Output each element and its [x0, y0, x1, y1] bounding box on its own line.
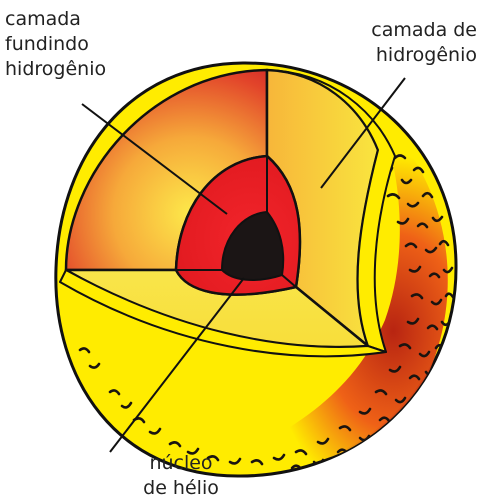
label-fusion-shell: camada fundindo hidrogênio: [5, 7, 106, 82]
label-fusion-shell-line-3: hidrogênio: [5, 57, 106, 82]
label-hydrogen-shell-line-1: camada de: [371, 18, 477, 43]
label-hydrogen-shell-line-2: hidrogênio: [371, 43, 477, 68]
label-fusion-shell-line-1: camada: [5, 7, 106, 32]
label-helium-core: núcleo de hélio: [126, 451, 236, 501]
label-fusion-shell-line-2: fundindo: [5, 32, 106, 57]
label-helium-core-line-2: de hélio: [126, 476, 236, 501]
label-hydrogen-shell: camada de hidrogênio: [371, 18, 477, 68]
label-helium-core-line-1: núcleo: [126, 451, 236, 476]
